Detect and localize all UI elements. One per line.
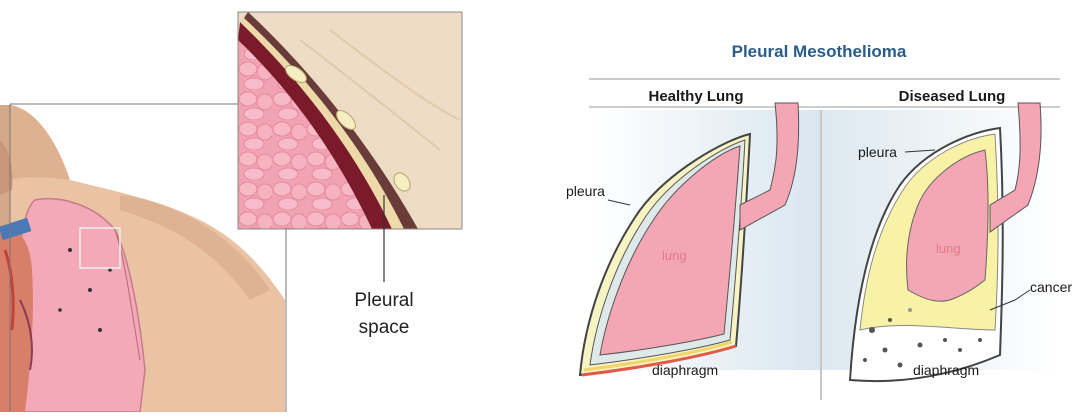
healthy-pleura-label: pleura: [566, 183, 605, 199]
diseased-diaphragm-label: diaphragm: [913, 362, 979, 378]
mesothelioma-comparison: Pleural Mesothelioma Healthy Lung Diseas…: [560, 0, 1089, 412]
cancer-label: cancer: [1030, 279, 1072, 295]
diseased-header: Diseased Lung: [899, 88, 1006, 105]
comparison-svg: Pleural Mesothelioma Healthy Lung Diseas…: [560, 0, 1089, 412]
diseased-pleura-label: pleura: [858, 144, 897, 160]
diagram-title: Pleural Mesothelioma: [732, 42, 907, 61]
callout-label-line2: space: [359, 317, 410, 338]
anatomy-svg: Pleural space: [0, 0, 470, 412]
healthy-header: Healthy Lung: [648, 88, 743, 105]
healthy-lung-label: lung: [662, 248, 687, 263]
callout-label-line1: Pleural: [354, 290, 413, 311]
diseased-lung-label: lung: [936, 241, 961, 256]
healthy-diaphragm-label: diaphragm: [652, 362, 718, 378]
magnified-inset: [238, 12, 462, 229]
anatomy-illustration: Pleural space: [0, 0, 470, 412]
